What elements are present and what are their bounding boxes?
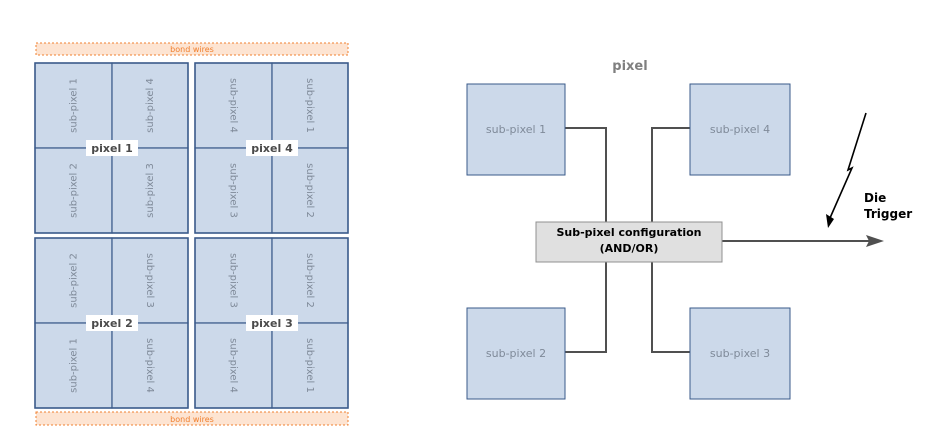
pixel-block: sub-pixel 3 sub-pixel 2 sub-pixel 4 sub-pix… bbox=[194, 237, 349, 409]
subpixel-label: sub-pixel 4 bbox=[145, 78, 156, 133]
schematic-subpixel-4 bbox=[689, 83, 791, 176]
subpixel-cell bbox=[194, 322, 273, 409]
bond-wires-top-label: bond wires bbox=[170, 45, 214, 54]
subpixel-label: sub-pixel 3 bbox=[228, 163, 239, 218]
pixel-border bbox=[194, 237, 349, 409]
subpixel-label: sub-pixel 4 bbox=[228, 338, 239, 393]
pixel-label: pixel 1 bbox=[91, 142, 132, 155]
subpixel-label: sub-pixel 3 bbox=[145, 163, 156, 218]
schematic-subpixel-2-label: sub-pixel 2 bbox=[486, 347, 546, 360]
trigger-label-line-2: Trigger bbox=[864, 207, 912, 221]
subpixel-cell bbox=[34, 62, 113, 149]
trigger-label-line-1: Die bbox=[864, 191, 886, 205]
pixel-label: pixel 2 bbox=[91, 317, 132, 330]
schematic-subpixel-2 bbox=[466, 307, 566, 400]
subpixel-cell bbox=[111, 322, 189, 409]
subpixel-label: sub-pixel 3 bbox=[228, 253, 239, 308]
schematic-subpixel-4-label: sub-pixel 4 bbox=[710, 123, 770, 136]
wire-sub1 bbox=[565, 127, 607, 222]
subpixel-cell bbox=[34, 322, 113, 409]
pixel-border bbox=[194, 62, 349, 234]
subpixel-label: sub-pixel 1 bbox=[304, 338, 315, 393]
pixel-label: pixel 3 bbox=[251, 317, 292, 330]
subpixel-label: sub-pixel 3 bbox=[144, 253, 155, 308]
subpixel-label: sub-pixel 2 bbox=[69, 253, 80, 308]
pixel-label-background bbox=[246, 140, 298, 156]
schematic-subpixel-3 bbox=[689, 307, 791, 400]
wire-sub3 bbox=[651, 262, 690, 353]
wire-sub2 bbox=[565, 262, 607, 353]
schematic-subpixel-3-label: sub-pixel 3 bbox=[710, 347, 770, 360]
pixel-label: pixel 4 bbox=[251, 142, 293, 155]
lightning-icon bbox=[829, 112, 867, 219]
subpixel-label: sub-pixel 4 bbox=[144, 338, 155, 393]
subpixel-label: sub-pixel 4 bbox=[228, 78, 239, 133]
schematic-subpixel-1 bbox=[466, 83, 566, 176]
subpixel-label: sub-pixel 2 bbox=[69, 163, 80, 218]
lightning-arrow-icon bbox=[826, 214, 834, 228]
bond-wires-top bbox=[35, 42, 349, 56]
bond-wires-bottom bbox=[35, 411, 349, 426]
config-line-2: (AND/OR) bbox=[600, 242, 659, 255]
pixel-border bbox=[34, 237, 189, 409]
pixel-block: sub-pixel 4 sub-pixel 1 sub-pixel 3 sub-pix… bbox=[194, 62, 349, 234]
schematic-subpixel-1-label: sub-pixel 1 bbox=[486, 123, 546, 136]
config-line-1: Sub-pixel configuration bbox=[556, 226, 701, 239]
schematic-title: pixel bbox=[612, 59, 647, 74]
wire-sub4 bbox=[651, 127, 690, 222]
pixel-label-background bbox=[86, 140, 138, 156]
subpixel-label: sub-pixel 2 bbox=[304, 253, 315, 308]
pixel-label-background bbox=[86, 315, 138, 331]
pixel-block: sub-pixel 1 sub-pixel 4 sub-pixel 2 sub-pix… bbox=[34, 62, 189, 234]
bond-wires-bottom-label: bond wires bbox=[170, 415, 214, 424]
subpixel-cell bbox=[111, 237, 189, 324]
pixel-block: sub-pixel 2 sub-pixel 3 sub-pixel 1 sub-pix… bbox=[34, 237, 189, 409]
subpixel-label: sub-pixel 1 bbox=[69, 78, 80, 133]
trigger-arrowhead bbox=[866, 235, 884, 247]
subpixel-label: sub-pixel 1 bbox=[304, 78, 315, 133]
subpixel-label: sub-pixel 1 bbox=[69, 338, 80, 393]
pixel-label-background bbox=[246, 315, 298, 331]
subpixel-label: sub-pixel 2 bbox=[304, 163, 315, 218]
config-box bbox=[535, 221, 723, 263]
pixel-border bbox=[34, 62, 189, 234]
subpixel-cell bbox=[271, 147, 349, 234]
